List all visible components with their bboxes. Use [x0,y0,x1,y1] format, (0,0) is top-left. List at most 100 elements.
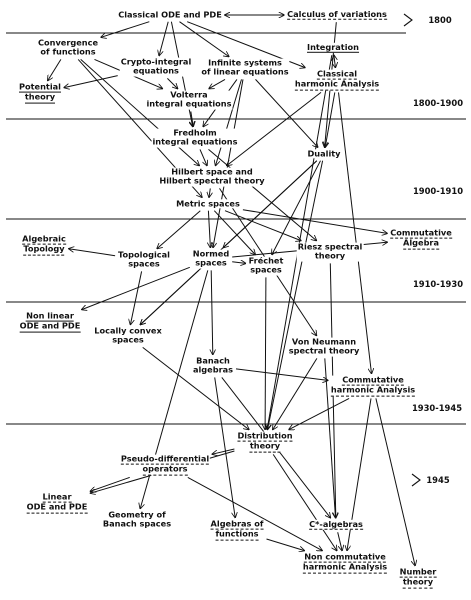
edge-crypto-to-potential [64,75,118,88]
edge-comm_harm-to-number_theory [375,398,415,565]
edge-metric-to-riesz [224,210,301,241]
node-label-line: Banach spaces [102,519,172,529]
node-label-line: spectral theory [288,346,360,356]
period-label-1900-1910: 1900-1910 [412,186,464,196]
node-label-line: Number [399,566,437,578]
node-label-line: Topological [118,249,170,260]
edge-infinite_sys-to-hilbert [216,79,242,165]
node-label-line: theory [24,92,56,104]
node-metric-spaces: Metric spaces [175,198,241,209]
period-separators [6,32,466,425]
node-label-line: equations [133,66,179,76]
node-label-line: Algebra [403,238,439,250]
edge-normed-to-frechet [232,262,245,264]
edge-convergence-to-potential [48,59,62,80]
edge-infinite_sys-to-volterra [209,78,226,88]
edge-algebras_fn-to-noncomm_harm [266,538,305,551]
edge-pseudo-to-noncomm_harm [187,476,322,550]
edge-metric-to-frechet [213,210,255,255]
edge-integration-to-distribution [267,55,333,429]
node-label-line: Commutative [390,227,452,239]
node-label-line: harmonic Analysis [330,385,416,397]
edge-classical_ode-to-convergence [101,21,150,38]
period-markers [403,13,421,487]
period-label-1945: 1945 [426,475,450,485]
node-label-line: C*-algebras [309,518,363,531]
node-label-line: Hilbert space and [171,166,253,177]
edge-classical_ode-to-infinite_sys [179,21,229,57]
edge-classical_harm-to-comm_harm [338,92,372,373]
edge-distribution-to-pseudo [212,448,235,454]
edge-locally_convex-to-distribution [142,347,249,429]
node-label-line: ODE and PDE [26,502,88,514]
node-label-line: Convergence [37,37,99,48]
edge-fredholm-to-riesz [208,149,317,240]
edge-crypto-to-volterra [167,78,177,88]
edge-fredholm-to-hilbert [199,149,207,165]
edge-normed-to-banach_alg [211,270,213,354]
node-label-line: Classical ODE and PDE [118,9,222,20]
node-label-line: spaces [112,335,144,345]
edge-duality-to-frechet [272,160,321,255]
node-label-line: harmonic Analysis [294,79,380,91]
edge-volterra-to-fredholm [191,111,193,126]
node-label-line: algebras [192,365,234,375]
node-label-line: functions [215,529,259,541]
edge-banach_alg-to-comm_harm [235,368,328,381]
node-label-line: Commutative [342,374,404,386]
node-label-line: Hilbert spectral theory [159,176,265,186]
node-label-line: spaces [195,258,227,268]
node-label-line: Algebraic [22,233,66,245]
edge-topological-to-alg_topology [69,249,116,257]
node-label-line: ODE and PDE [19,321,81,333]
edge-normed-to-locally_convex [140,270,200,324]
node-label-line: Distribution [237,430,293,442]
edge-von_neumann-to-c_star [324,358,336,517]
edge-hilbert-to-metric [209,188,210,197]
node-c-star-algebras: C*-algebras [308,518,364,531]
edge-normed-to-nonlinear [82,266,190,309]
node-label-line: theory [314,251,346,261]
edge-banach_alg-to-algebras_fn [214,377,236,517]
edge-c_star-to-noncomm_harm [337,532,342,550]
edge-topological-to-locally_convex [130,271,143,324]
node-label-line: Classical [316,68,358,80]
node-label-line: Riesz spectral [297,241,363,252]
node-label-line: Algebras of [210,518,264,530]
node-duality: Duality [306,148,342,159]
edge-frechet-to-distribution [265,277,266,429]
node-label-line: Volterra [170,89,208,100]
edge-distribution-to-noncomm_harm [272,454,337,550]
period-label-1800-1900: 1800-1900 [412,98,464,108]
node-label-line: Pseudo-differential [120,453,210,465]
period-label-1800: 1800 [428,15,452,25]
edge-metric-to-commutative_alg [242,209,387,234]
node-integration: Integration [306,42,360,54]
node-label-line: integral equations [152,137,238,147]
node-label-line: Non linear [26,310,74,322]
node-label-line: Linear [42,491,72,503]
